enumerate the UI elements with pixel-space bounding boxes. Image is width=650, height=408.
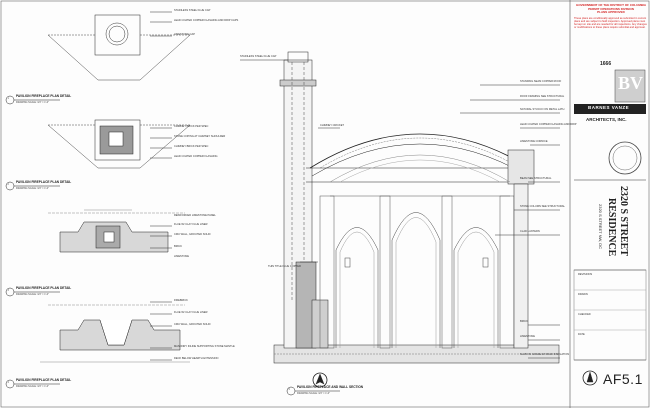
note-sl-0: STAINLESS STEEL FLUE CAP	[240, 55, 277, 58]
plan-title-markers	[5, 95, 340, 396]
note-p2-1: STONE COPING AT CHIMNEY SHOULDER	[174, 135, 226, 138]
plan-detail-3	[48, 209, 185, 253]
project-address: 2320 S STREET NW, DC	[598, 204, 603, 250]
plan-scale-1: DRAWING SCALE: 3/4" = 1'-0"	[16, 101, 49, 104]
note-p3-4: LIMESTONE	[174, 255, 189, 258]
note-p4-4: DECK BELOW HEARTH EXTENSION	[174, 357, 219, 360]
note-sr-0: STANDING SEAM COPPER ROOF	[520, 80, 562, 83]
drawn-label: DRAWN	[578, 293, 588, 296]
plan-number-4: 4	[7, 381, 9, 384]
note-sr-4: LIMESTONE CORNICE	[520, 140, 548, 143]
project-subtitle: RESIDENCE	[606, 198, 617, 257]
plan-detail-1	[47, 11, 191, 81]
note-p2-3: LEAD COATED COPPER FLASHING	[174, 155, 218, 158]
revisions-label: REVISIONS	[578, 273, 593, 276]
note-sr-9: LIMESTONE	[520, 335, 535, 338]
architect-name: BARNES VANZE	[588, 105, 630, 110]
plan-scale-4: DRAWING SCALE: 3/4" = 1'-0"	[16, 385, 49, 388]
plan-number-3: 3	[7, 289, 9, 292]
note-sr-6: STONE COLUMN SEE STRUCTURAL	[520, 205, 565, 208]
plan-detail-2	[47, 119, 191, 169]
note-p4-1: FLUE W/ CLAY FLUE LINER	[174, 311, 208, 314]
plan-title-2: PAVILION FIREPLACE PLAN DETAIL	[16, 180, 72, 184]
section-drawing	[240, 51, 560, 364]
plan-title-1: PAVILION FIREPLACE PLAN DETAIL	[16, 94, 72, 98]
note-sr-7: CLAD LANTERN	[520, 230, 540, 233]
plan-detail-4	[40, 301, 190, 363]
note-p4-2: CMU WALL, GROUTED SOLID	[174, 323, 211, 326]
note-p1-1: LEAD COATED COPPER FLASHING AND DRIP CAP…	[174, 19, 239, 22]
note-p1-0: STAINLESS STEEL FLUE CAP	[174, 9, 211, 12]
plan-scale-2: DRAWING SCALE: 3/4" = 1'-0"	[16, 187, 49, 190]
note-sr-5: BEAM SEE STRUCTURAL	[520, 177, 552, 180]
architect-firm: ARCHITECTS, INC.	[586, 117, 627, 122]
note-sr-2: NATURAL STUCCO ON METAL LATH	[520, 108, 565, 111]
note-sl-1: CHIMNEY CRICKET	[320, 124, 345, 127]
note-p2-0: CHIMNEY BRICK PER SPEC	[174, 125, 209, 128]
stamp-line2: PERMIT OPERATIONS DIVISION	[588, 6, 634, 11]
note-p4-3: MASONRY INLINE SUPPORTING STONE MANTLE	[174, 345, 235, 348]
checked-label: CHECKED	[578, 313, 591, 316]
plan-number-1: 1	[7, 97, 9, 100]
section-number: 5	[288, 388, 290, 391]
stamp-line1: GOVERNMENT OF THE DISTRICT OF COLUMBIA	[576, 4, 646, 7]
note-sr-10: SLAB ON GRADE W/ RIGID INSULATION	[520, 353, 570, 356]
note-p3-0: REINFORCED LIMESTONE PANEL	[174, 214, 216, 217]
note-sl-2: THIN TITLE FLUE COPPER	[268, 265, 301, 268]
sheet-number: AF5.1	[603, 371, 643, 387]
plan-scale-3: DRAWING SCALE: 3/4" = 1'-0"	[16, 293, 49, 296]
north-arrow	[312, 372, 328, 388]
permit-stamp: GOVERNMENT OF THE DISTRICT OF COLUMBIA P…	[574, 4, 648, 66]
note-p3-2: CMU WALL, GROUTED SOLID	[174, 233, 211, 236]
titleblock-graphics	[573, 69, 647, 386]
stamp-line3: PLANS APPROVED	[597, 10, 625, 15]
note-p3-1: FLUE W/ CLAY FLUE LINER	[174, 223, 208, 226]
project-title: 2320 S STREET	[618, 186, 629, 257]
plan-title-4: PAVILION FIREPLACE PLAN DETAIL	[16, 378, 72, 382]
stamp-body: These plans are conditionally approved a…	[574, 16, 647, 30]
date-label: DATE	[578, 333, 585, 336]
architect-logo: BV	[618, 73, 644, 93]
plan-title-3: PAVILION FIREPLACE PLAN DETAIL	[16, 286, 72, 290]
plan-number-2: 2	[7, 183, 9, 186]
note-sr-8: BRICK	[520, 320, 528, 323]
note-p1-2: LIMESTONE CAP	[174, 33, 195, 36]
note-p4-0: FIREBRICK	[174, 299, 188, 302]
note-p3-3: BRICK	[174, 245, 182, 248]
section-scale: DRAWING SCALE: 3/4" = 1'-0"	[297, 392, 330, 395]
note-p2-2: CHIMNEY BRICK PER SPEC	[174, 145, 209, 148]
section-title: PAVILION FIREPLACE AND WALL SECTION	[297, 385, 364, 389]
note-sr-3: LEAD COATED COPPER FLASHING AND DRIP	[520, 123, 577, 126]
permit-number: 1666	[600, 61, 612, 67]
note-sr-1: ROOF FRAMING SEE STRUCTURAL	[520, 95, 565, 98]
